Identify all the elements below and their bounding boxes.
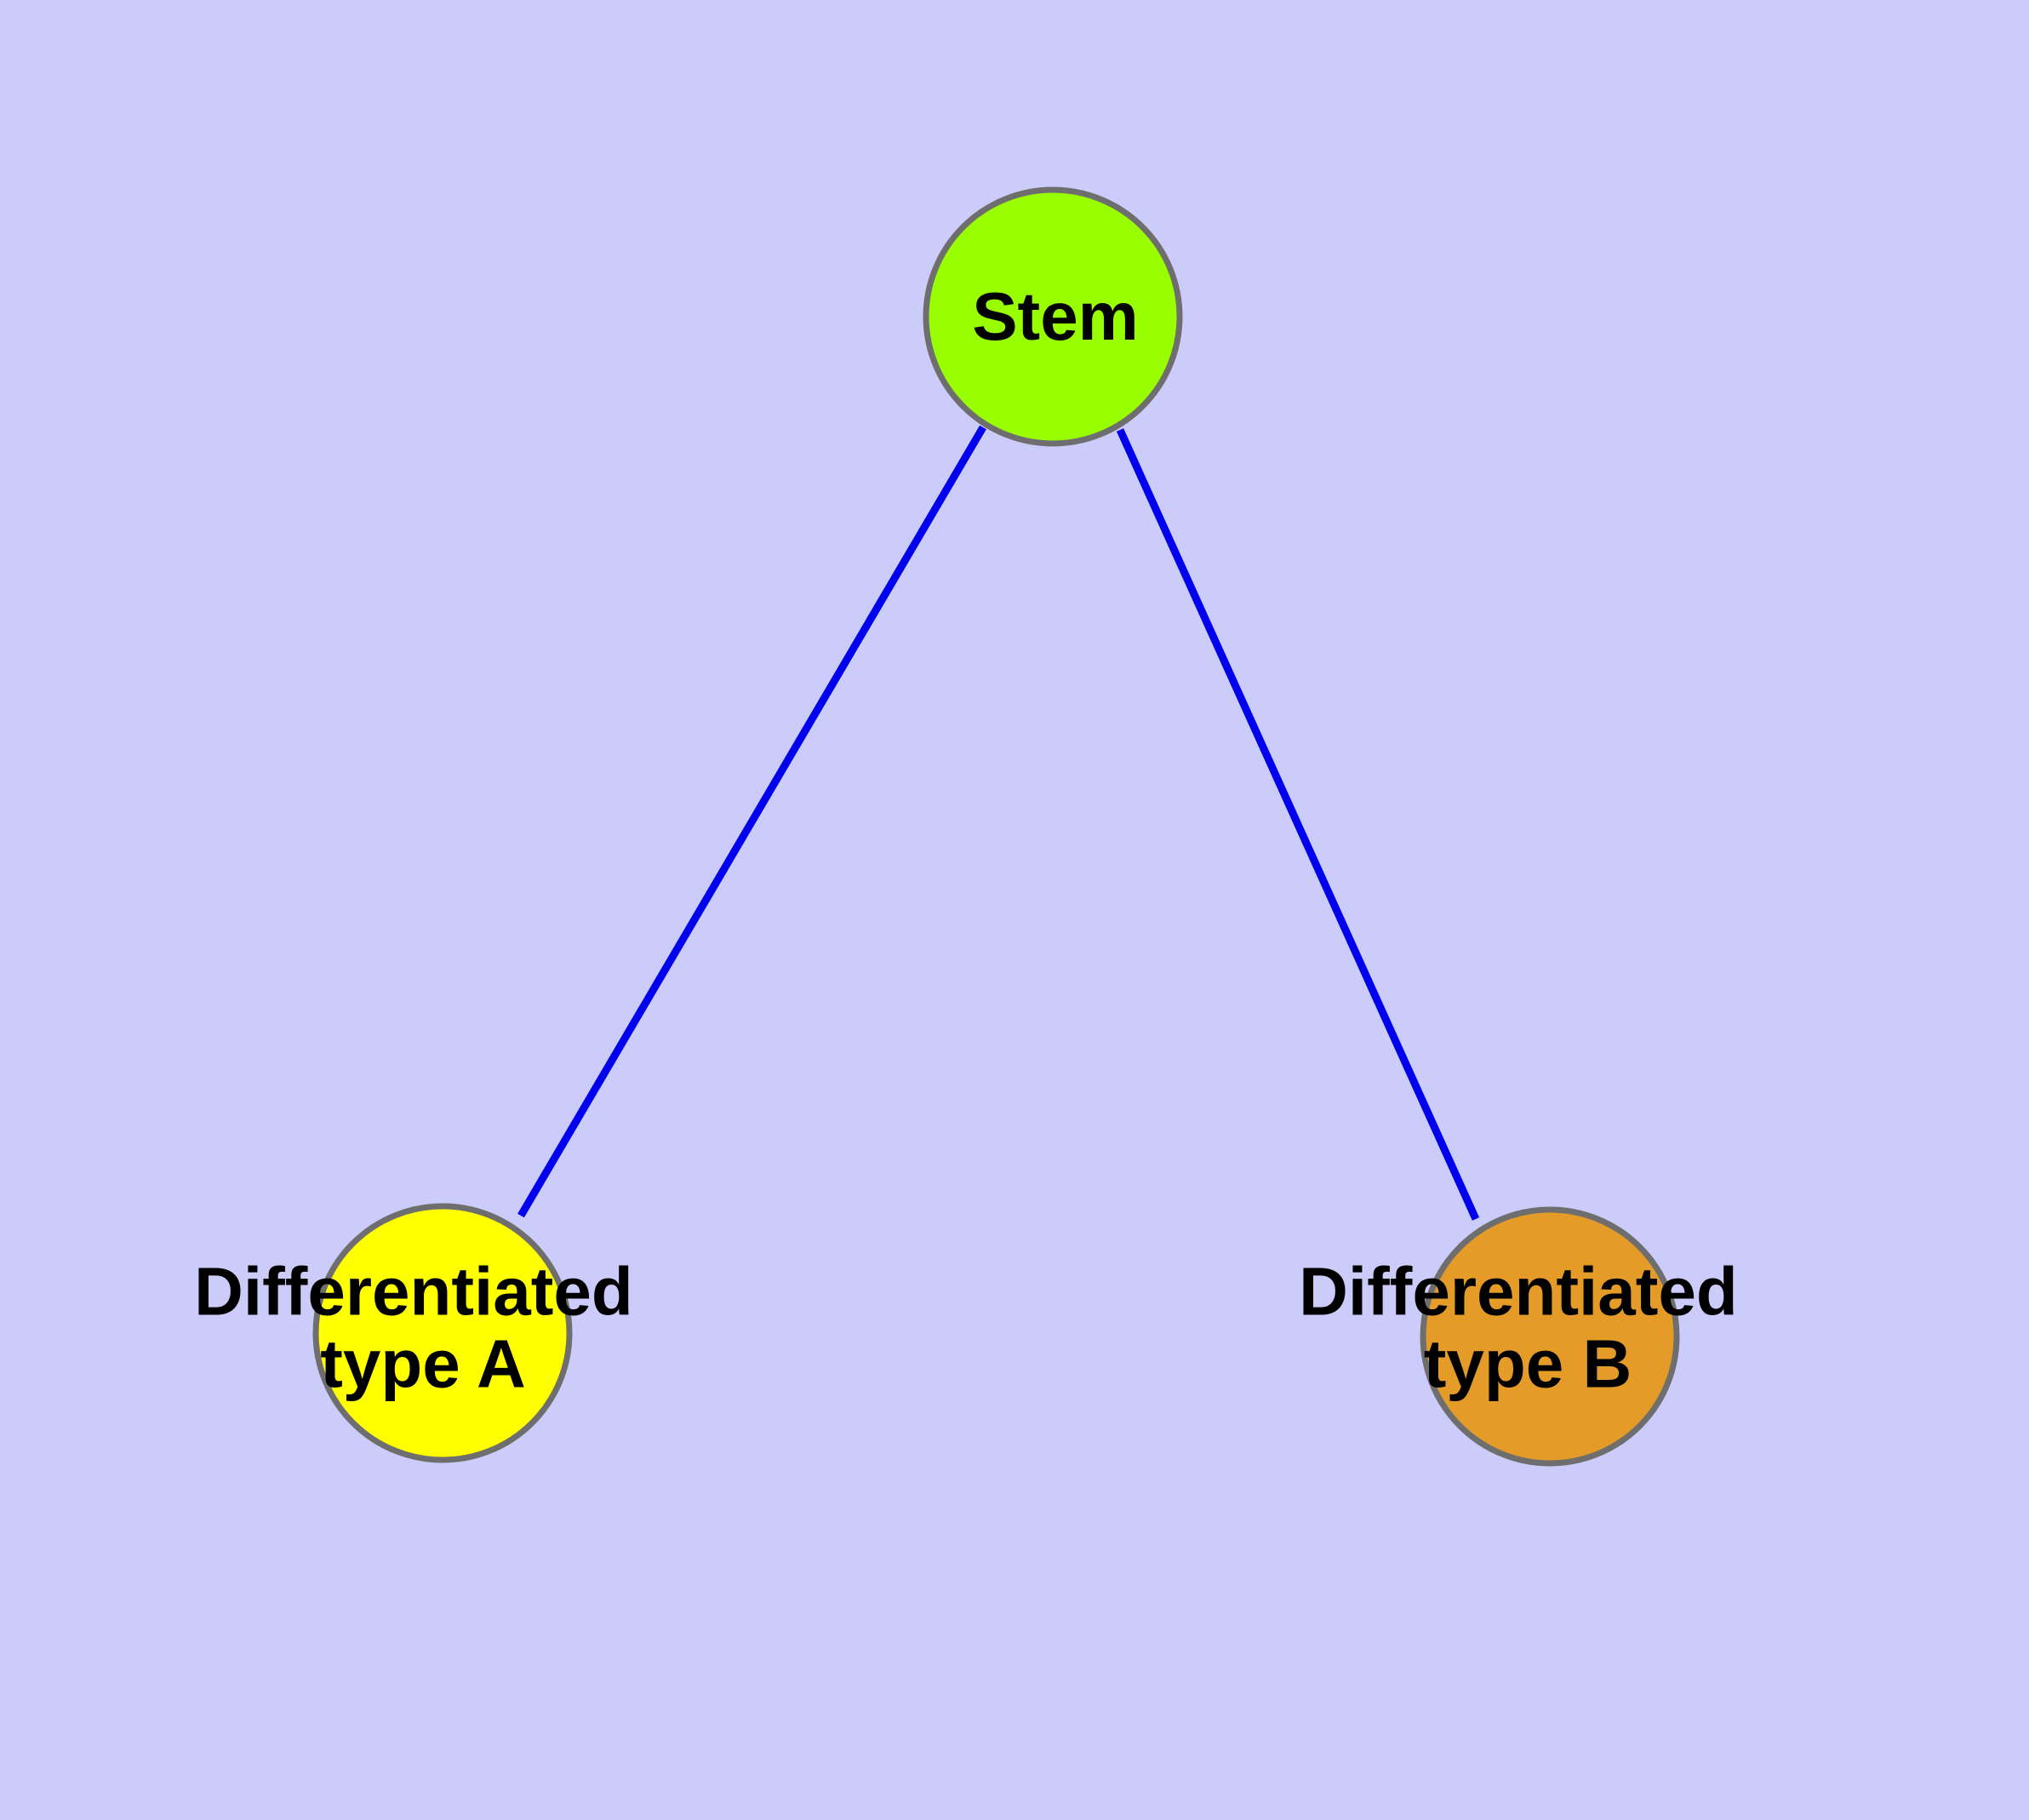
node-diff-a-label: Differentiated type A [194, 1254, 652, 1402]
node-diff-a[interactable]: Differentiated type A [194, 1203, 652, 1463]
node-diff-b-label-line-2: type B [1424, 1326, 1632, 1402]
node-stem[interactable]: Stem [923, 186, 1183, 447]
node-diff-a-circle[interactable] [312, 1203, 573, 1463]
edges-group [517, 425, 1480, 1221]
node-diff-b-label-line-1: Differentiated [1299, 1254, 1738, 1330]
node-stem-circle[interactable] [923, 186, 1183, 447]
node-diff-b-label: Differentiated type B [1299, 1254, 1757, 1402]
nodes-group: Stem Differentiated type A Differentiate… [194, 186, 1757, 1467]
node-stem-label: Stem [972, 278, 1139, 354]
edge-stem-to-diff-b[interactable] [1116, 428, 1480, 1221]
node-stem-label-line-1: Stem [972, 278, 1139, 354]
node-diff-b-circle[interactable] [1420, 1206, 1680, 1467]
node-diff-a-label-line-1: Differentiated [194, 1254, 633, 1330]
node-diff-b[interactable]: Differentiated type B [1299, 1206, 1757, 1467]
node-diff-a-label-line-2: type A [320, 1326, 526, 1402]
edge-stem-to-diff-a[interactable] [517, 425, 986, 1218]
